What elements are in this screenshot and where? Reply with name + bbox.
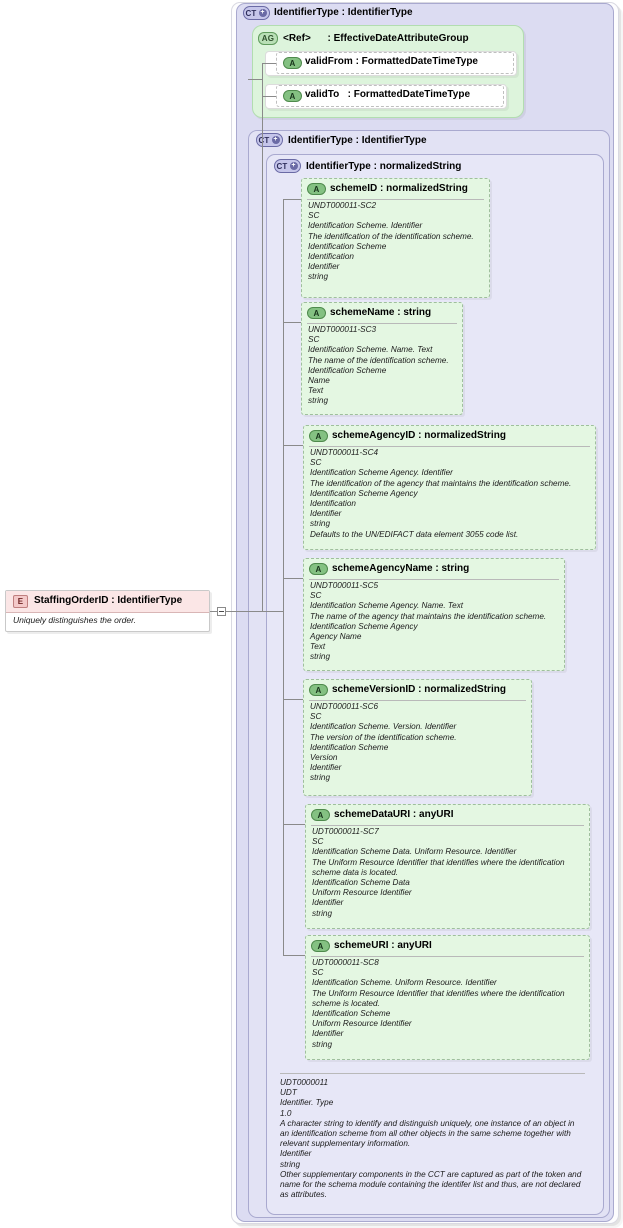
complex-type-badge-second[interactable]: CT+ bbox=[256, 133, 283, 147]
attribute-card-schemename[interactable]: A schemeName : string UNDT000011-SC3 SC … bbox=[301, 302, 463, 415]
element-card-header bbox=[6, 591, 209, 613]
connector-branch-schemeagencyid bbox=[283, 445, 303, 446]
attribute-title-schemeid: schemeID : normalizedString bbox=[330, 183, 468, 194]
attribute-title-schemedatauri: schemeDataURI : anyURI bbox=[334, 809, 454, 820]
connector-branch-schemedatauri bbox=[283, 824, 305, 825]
badge-ct-text: CT bbox=[276, 161, 288, 171]
connector-branch-schemeuri bbox=[283, 955, 305, 956]
badge-a-text: A bbox=[315, 564, 322, 574]
connector-ag-stub bbox=[248, 79, 262, 80]
attribute-card-schemeid[interactable]: A schemeID : normalizedString UNDT000011… bbox=[301, 178, 490, 298]
attribute-doc-schemename: UNDT000011-SC3 SC Identification Scheme.… bbox=[308, 325, 449, 406]
badge-a-text: A bbox=[317, 941, 324, 951]
connector-ct-to-third bbox=[262, 611, 283, 612]
badge-a-text: A bbox=[313, 308, 320, 318]
type-documentation: UDT0000011 UDT Identifier. Type 1.0 A ch… bbox=[280, 1073, 585, 1200]
expand-plus-icon[interactable]: + bbox=[289, 162, 298, 170]
element-title: StaffingOrderID : IdentifierType bbox=[34, 595, 183, 606]
badge-a-text: A bbox=[289, 58, 296, 68]
attribute-badge-schemeid[interactable]: A bbox=[307, 183, 326, 195]
attribute-card-schemeuri[interactable]: A schemeURI : anyURI UDT0000011-SC8 SC I… bbox=[305, 935, 590, 1060]
divider bbox=[311, 825, 584, 826]
attribute-doc-schemeuri: UDT0000011-SC8 SC Identification Scheme.… bbox=[312, 958, 565, 1049]
attribute-group-title: <Ref> : EffectiveDateAttributeGroup bbox=[283, 33, 469, 44]
divider bbox=[307, 323, 457, 324]
badge-e-text: E bbox=[17, 597, 24, 606]
connector-element-to-ct bbox=[226, 611, 262, 612]
attribute-row-validfrom[interactable]: A validFrom : FormattedDateTimeType bbox=[276, 52, 514, 74]
attribute-title-validto: validTo : FormattedDateTimeType bbox=[305, 89, 471, 100]
attribute-doc-schemeagencyname: UNDT000011-SC5 SC Identification Scheme … bbox=[310, 581, 547, 662]
attribute-group-badge[interactable]: AG bbox=[258, 32, 278, 45]
divider bbox=[309, 579, 559, 580]
connector-branch-schemeagencyname bbox=[283, 578, 303, 579]
third-complex-type-title: IdentifierType : normalizedString bbox=[306, 161, 462, 172]
badge-a-text: A bbox=[317, 810, 324, 820]
complex-type-badge-third[interactable]: CT+ bbox=[274, 159, 301, 173]
attribute-title-validfrom: validFrom : FormattedDateTimeType bbox=[305, 56, 478, 67]
element-documentation: Uniquely distinguishes the order. bbox=[13, 615, 137, 625]
attribute-card-schemeagencyid[interactable]: A schemeAgencyID : normalizedString UNDT… bbox=[303, 425, 596, 550]
badge-a-text: A bbox=[315, 431, 322, 441]
complex-type-badge-outer[interactable]: CT+ bbox=[243, 6, 270, 20]
element-badge[interactable]: E bbox=[13, 595, 28, 608]
badge-a-text: A bbox=[313, 184, 320, 194]
connector-element-stub bbox=[210, 611, 217, 612]
attribute-badge-schemeversionid[interactable]: A bbox=[309, 684, 328, 696]
divider bbox=[309, 700, 526, 701]
badge-ct-text: CT bbox=[245, 8, 257, 18]
attribute-title-schemeagencyname: schemeAgencyName : string bbox=[332, 563, 470, 574]
second-complex-type-title: IdentifierType : IdentifierType bbox=[288, 135, 427, 146]
connector-branch-schemeid bbox=[283, 199, 301, 200]
attribute-doc-schemedatauri: UDT0000011-SC7 SC Identification Scheme … bbox=[312, 827, 565, 918]
attribute-badge-validfrom[interactable]: A bbox=[283, 57, 302, 69]
attribute-title-schemename: schemeName : string bbox=[330, 307, 432, 318]
element-card-staffingorderid[interactable]: E StaffingOrderID : IdentifierType Uniqu… bbox=[5, 590, 210, 632]
divider bbox=[307, 199, 484, 200]
attribute-badge-schemeagencyname[interactable]: A bbox=[309, 563, 328, 575]
attribute-badge-schemeagencyid[interactable]: A bbox=[309, 430, 328, 442]
expand-plus-icon[interactable]: + bbox=[271, 136, 280, 144]
attribute-title-schemeagencyid: schemeAgencyID : normalizedString bbox=[332, 430, 506, 441]
divider bbox=[311, 956, 584, 957]
attribute-card-schemeagencyname[interactable]: A schemeAgencyName : string UNDT000011-S… bbox=[303, 558, 565, 671]
attribute-card-schemeversionid[interactable]: A schemeVersionID : normalizedString UND… bbox=[303, 679, 532, 796]
attribute-title-schemeuri: schemeURI : anyURI bbox=[334, 940, 432, 951]
divider bbox=[309, 446, 590, 447]
attribute-card-schemedatauri[interactable]: A schemeDataURI : anyURI UDT0000011-SC7 … bbox=[305, 804, 590, 929]
attribute-badge-schemedatauri[interactable]: A bbox=[311, 809, 330, 821]
connector-ag-branch-validfrom bbox=[262, 63, 276, 64]
badge-a-text: A bbox=[315, 685, 322, 695]
badge-a-text: A bbox=[289, 91, 296, 101]
attribute-title-schemeversionid: schemeVersionID : normalizedString bbox=[332, 684, 506, 695]
attribute-row-validto[interactable]: A validTo : FormattedDateTimeType bbox=[276, 85, 504, 107]
connector-branch-schemeversionid bbox=[283, 699, 303, 700]
attribute-doc-schemeversionid: UNDT000011-SC6 SC Identification Scheme.… bbox=[310, 702, 457, 783]
outer-complex-type-title: IdentifierType : IdentifierType bbox=[274, 7, 413, 18]
connector-ag-branch-validto bbox=[262, 96, 276, 97]
attribute-doc-schemeid: UNDT000011-SC2 SC Identification Scheme.… bbox=[308, 201, 474, 282]
expand-plus-icon[interactable]: + bbox=[258, 9, 267, 17]
attribute-badge-validto[interactable]: A bbox=[283, 90, 302, 102]
collapse-toggle[interactable] bbox=[217, 607, 226, 616]
badge-ag-text: AG bbox=[261, 34, 275, 43]
badge-ct-text: CT bbox=[258, 135, 270, 145]
attribute-doc-schemeagencyid: UNDT000011-SC4 SC Identification Scheme … bbox=[310, 448, 572, 539]
connector-attrs-spine bbox=[283, 199, 284, 955]
attribute-badge-schemeuri[interactable]: A bbox=[311, 940, 330, 952]
attribute-badge-schemename[interactable]: A bbox=[307, 307, 326, 319]
connector-branch-schemename bbox=[283, 322, 301, 323]
connector-ct-spine bbox=[262, 79, 263, 611]
divider bbox=[280, 1073, 585, 1074]
